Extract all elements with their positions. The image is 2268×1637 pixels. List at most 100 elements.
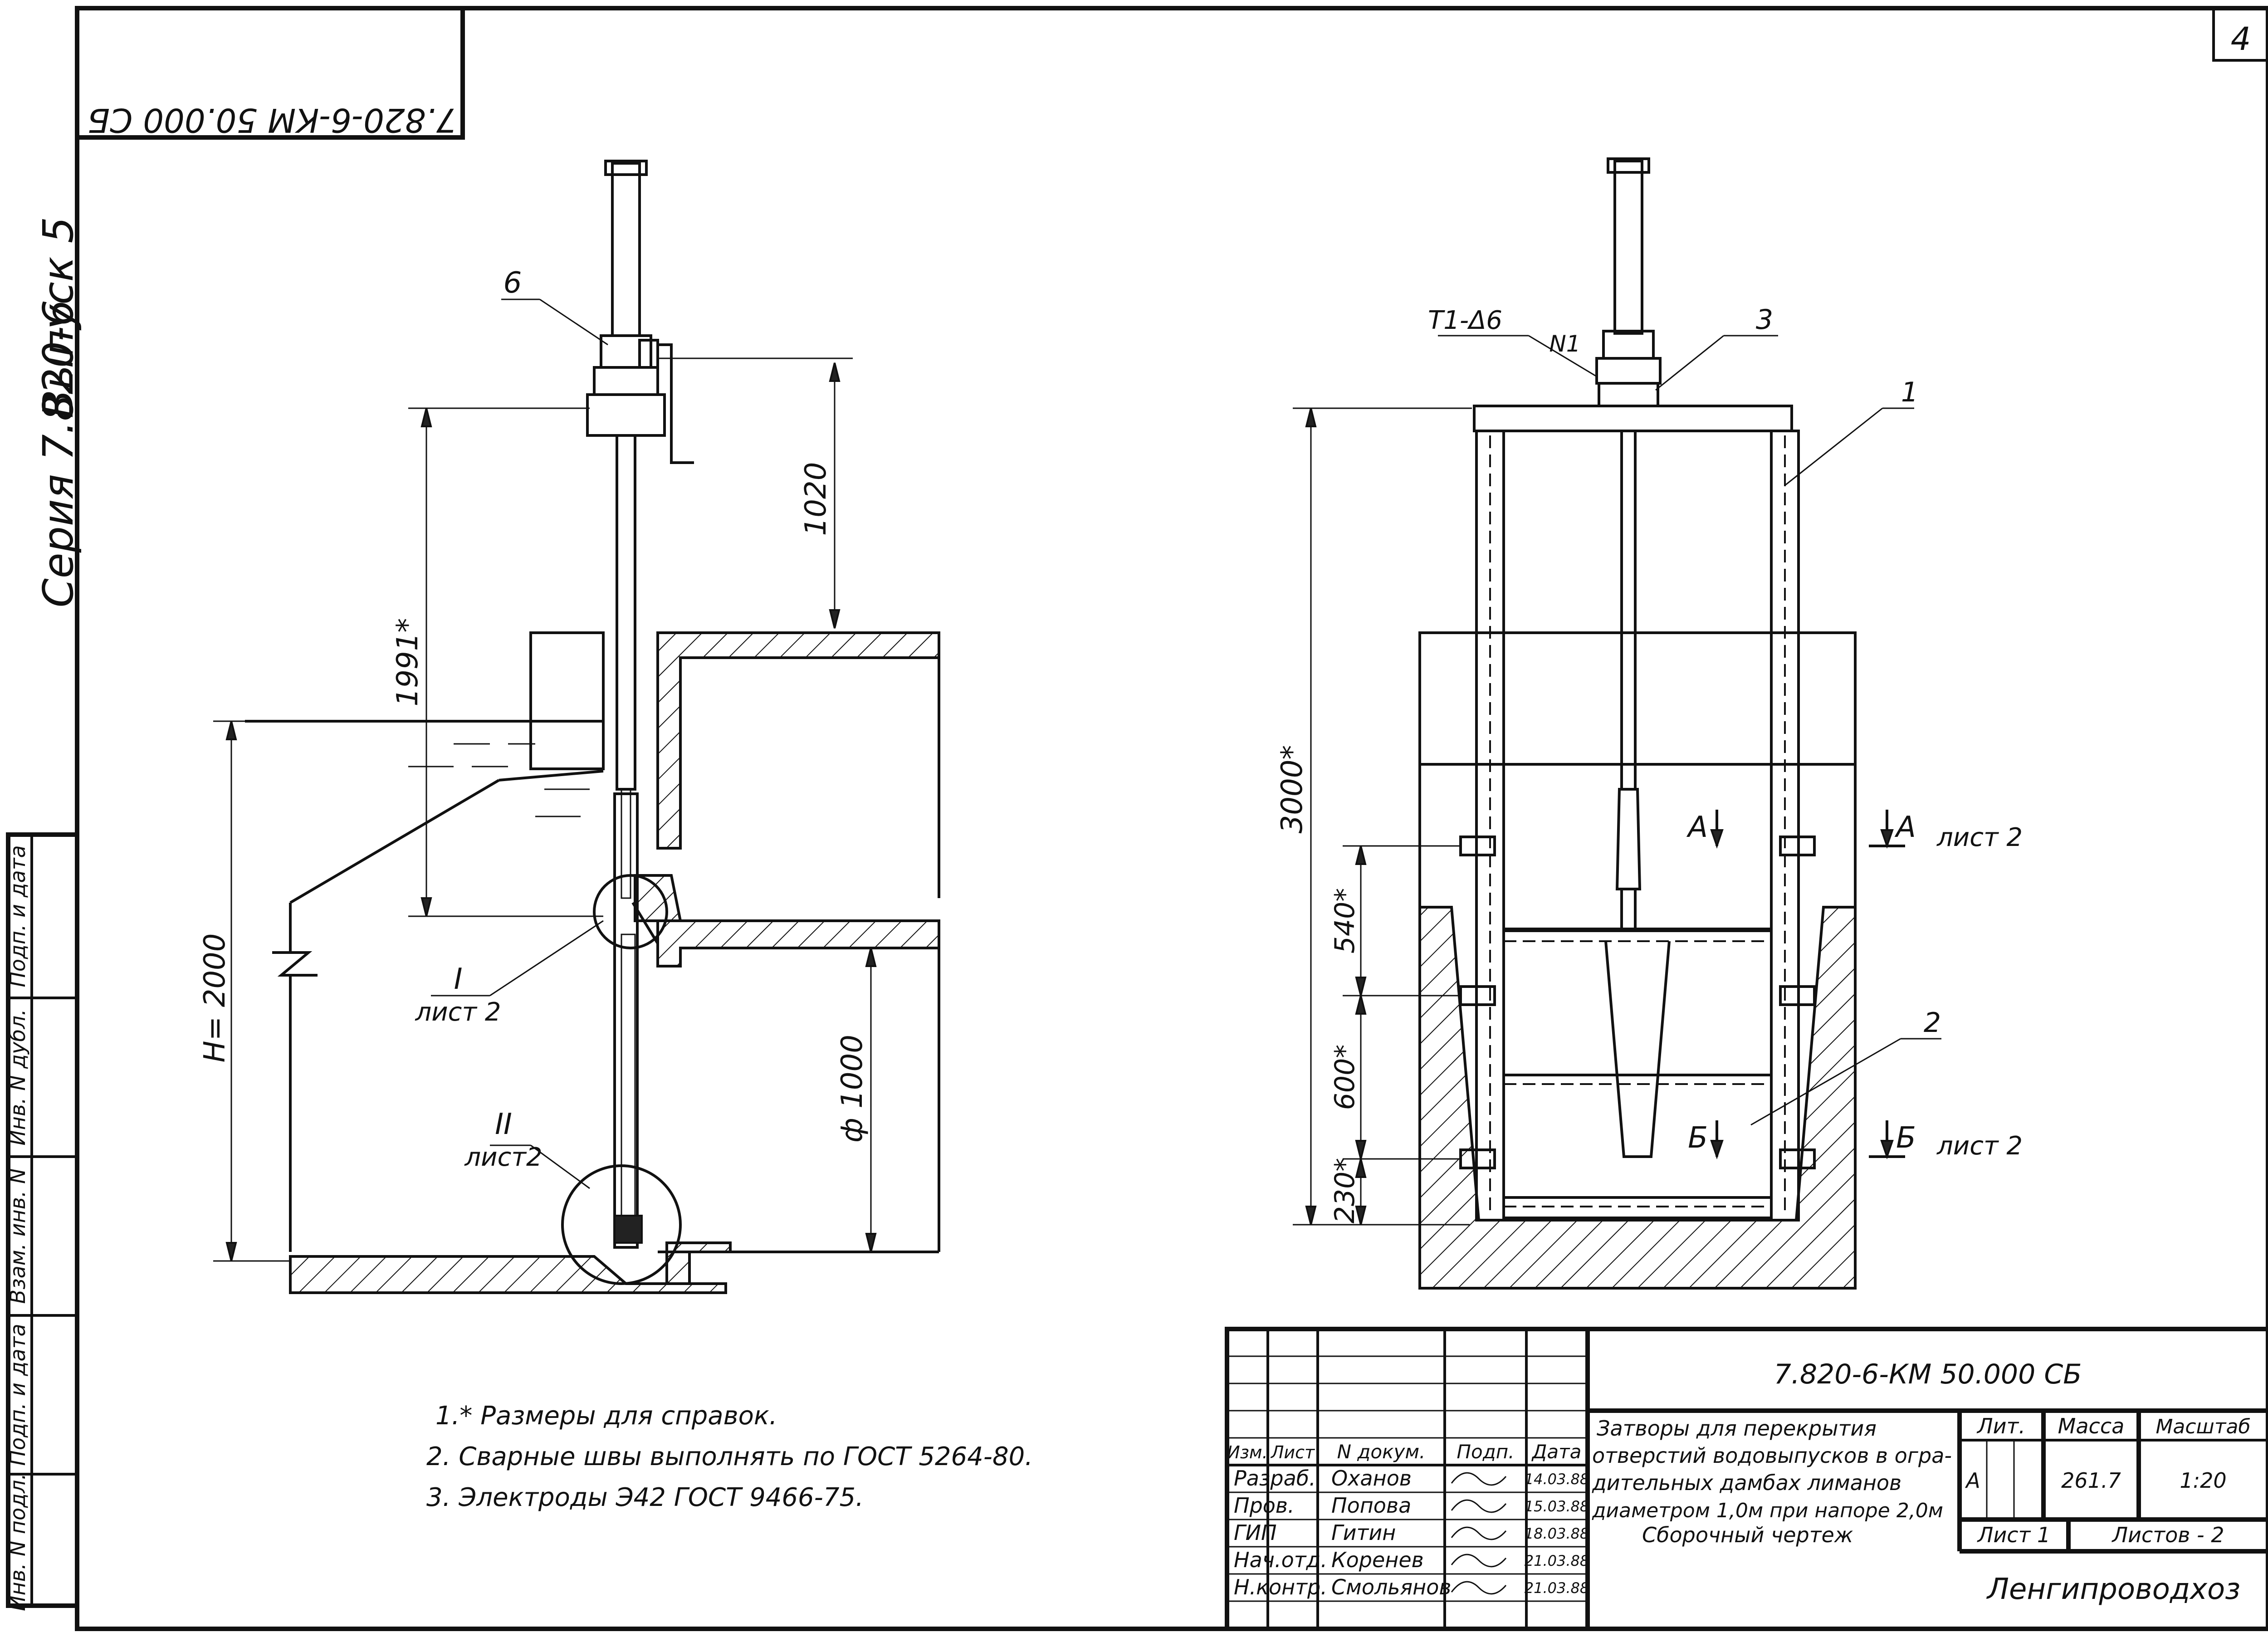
masshtab-value: 1:20 [2180,1468,2226,1493]
hdr-list: Лист [1270,1442,1315,1462]
hdr-ndoc: N докум. [1337,1441,1426,1463]
masshtab-header: Масштаб [2156,1415,2250,1438]
row-date: 21.03.88 [1525,1552,1589,1569]
callout-3: 3 [1655,304,1778,391]
bottom-slab [289,1255,727,1294]
section-a-right: А [1894,811,1916,844]
title-line-5: Сборочный чертеж [1642,1523,1853,1547]
title-line-1: Затворы для перекрытия [1597,1416,1877,1441]
sheet-number-box [2212,7,2268,62]
section-b-sheet: лист 2 [1936,1131,2023,1161]
row-name: Попова [1331,1493,1411,1518]
frame-border [75,6,2268,1631]
detail-2-label: II лист2 [464,1108,590,1189]
section-a-left: А [1686,811,1708,844]
side-strip-3: Взам. инв. N [5,1168,30,1304]
weld-n: N1 [1549,331,1580,357]
section-a: А А лист 2 [1686,810,2023,852]
title-code: 7.820-6-КМ 50.000 СБ [1774,1358,2082,1390]
detail-circle-2 [561,1164,682,1285]
detail-1-sheet: лист 2 [415,997,501,1027]
title-line-2: отверстий водовыпусков в огра- [1592,1443,1952,1468]
well-walls [1418,906,1857,1290]
dim-phi1000: ф 1000 [836,948,877,1252]
dim-540-text: 540* [1329,888,1361,954]
sheets-value: Листов - 2 [2112,1523,2224,1547]
row-role: Пров. [1234,1493,1295,1518]
dim-phi1000-text: ф 1000 [836,1035,869,1143]
note-3: 3. Электроды Э42 ГОСТ 9466-75. [426,1483,864,1512]
callout-1: 1 [1784,376,1918,486]
sign-row: Пров. Попова 15.03.88 [1234,1493,1589,1518]
callout-2: 2 [1750,1007,1941,1126]
massa-header: Масса [2058,1414,2125,1438]
pipe-top-wall [656,631,940,850]
notes: 1.* Размеры для справок. 2. Сварные швы … [426,1401,1033,1512]
signature [1451,1581,1507,1595]
side-strip: Инв. N подл. Подп. и дата Взам. инв. N И… [5,832,79,1611]
pipe-collar [634,874,682,922]
sheet-frame: 4 [75,6,2268,1631]
row-name: Гитин [1331,1520,1396,1545]
dim-1020: 1020 [658,357,853,629]
row-name: Коренев [1331,1548,1424,1572]
hdr-podp: Подп. [1457,1441,1514,1463]
callout-2-text: 2 [1924,1007,1941,1039]
row-role: Разраб. [1234,1466,1316,1490]
detail-2-sheet: лист2 [464,1143,542,1172]
row-role: Н.контр. [1234,1575,1327,1599]
stem-rod [616,434,636,791]
lit-value: А [1965,1468,1980,1493]
dim-1020-text: 1020 [799,462,833,536]
section-a-sheet: лист 2 [1936,823,2023,852]
front-stem-rod [1620,430,1637,791]
row-name: Оханов [1331,1466,1412,1490]
row-name: Смольянов [1331,1575,1451,1599]
section-b-left: Б [1688,1121,1708,1155]
weld-callout: Т1-Δ6 N1 [1428,306,1597,377]
front-view: 3000* 540* 600* 230* Т1-Δ6 N1 [1276,157,2023,1290]
gate-seal [614,1215,643,1244]
guide-right [1770,430,1800,1222]
section-b: Б Б лист 2 [1688,1120,2023,1161]
row-role: Нач.отд. [1234,1548,1327,1572]
sign-row: Нач.отд. Коренев 21.03.88 [1234,1548,1589,1572]
signature [1451,1472,1507,1486]
sign-row: Н.контр. Смольянов 21.03.88 [1234,1575,1589,1599]
title-block: Изм. Лист N докум. Подп. Дата Разраб. Ох… [1225,1327,2268,1631]
signature [1451,1499,1507,1513]
lit-header: Лит. [1976,1414,2025,1438]
title-line-3: дительных дамбах лиманов [1592,1471,1901,1495]
hdr-data: Дата [1531,1441,1582,1463]
org-name: Ленгипроводхоз [1986,1573,2240,1606]
headwall-front [1418,631,1857,766]
dim-3000-text: 3000* [1276,745,1309,834]
dim-chain: 540* 600* 230* [1329,845,1461,1225]
dim-h2000-text: H= 2000 [198,933,232,1063]
seriya-text: Серия 7.820-6 [34,300,83,608]
weld-label: Т1-Δ6 [1428,306,1502,335]
dim-1991: 1991* [391,407,603,917]
sheet-number: 4 [2231,20,2251,58]
callout-6-text: 6 [503,266,522,300]
side-strip-4: Инв. N дубл. [5,1009,30,1145]
detail-circle-1 [593,874,668,949]
headwall-box [529,631,605,770]
signature [1451,1526,1507,1540]
note-1: 1.* Размеры для справок. [435,1401,777,1431]
front-stem-tube [1613,160,1643,335]
side-strip-2: Подп. и дата [5,1324,30,1466]
side-view: 1020 1991* H= 2000 ф 1000 [198,160,940,1294]
note-2: 2. Сварные швы выполнять по ГОСТ 5264-80… [426,1442,1033,1471]
row-date: 14.03.88 [1525,1471,1589,1488]
signature [1451,1554,1507,1568]
row-role: ГИП [1234,1520,1277,1545]
dim-3000: 3000* [1276,407,1472,1226]
detail-2-number: II [495,1108,512,1141]
dim-h2000: H= 2000 [198,720,290,1262]
top-stamp-box [75,6,465,140]
vypusk-text: Выпуск 5 [34,217,83,418]
row-date: 15.03.88 [1525,1498,1589,1515]
sheet-value: Лист 1 [1977,1523,2050,1547]
